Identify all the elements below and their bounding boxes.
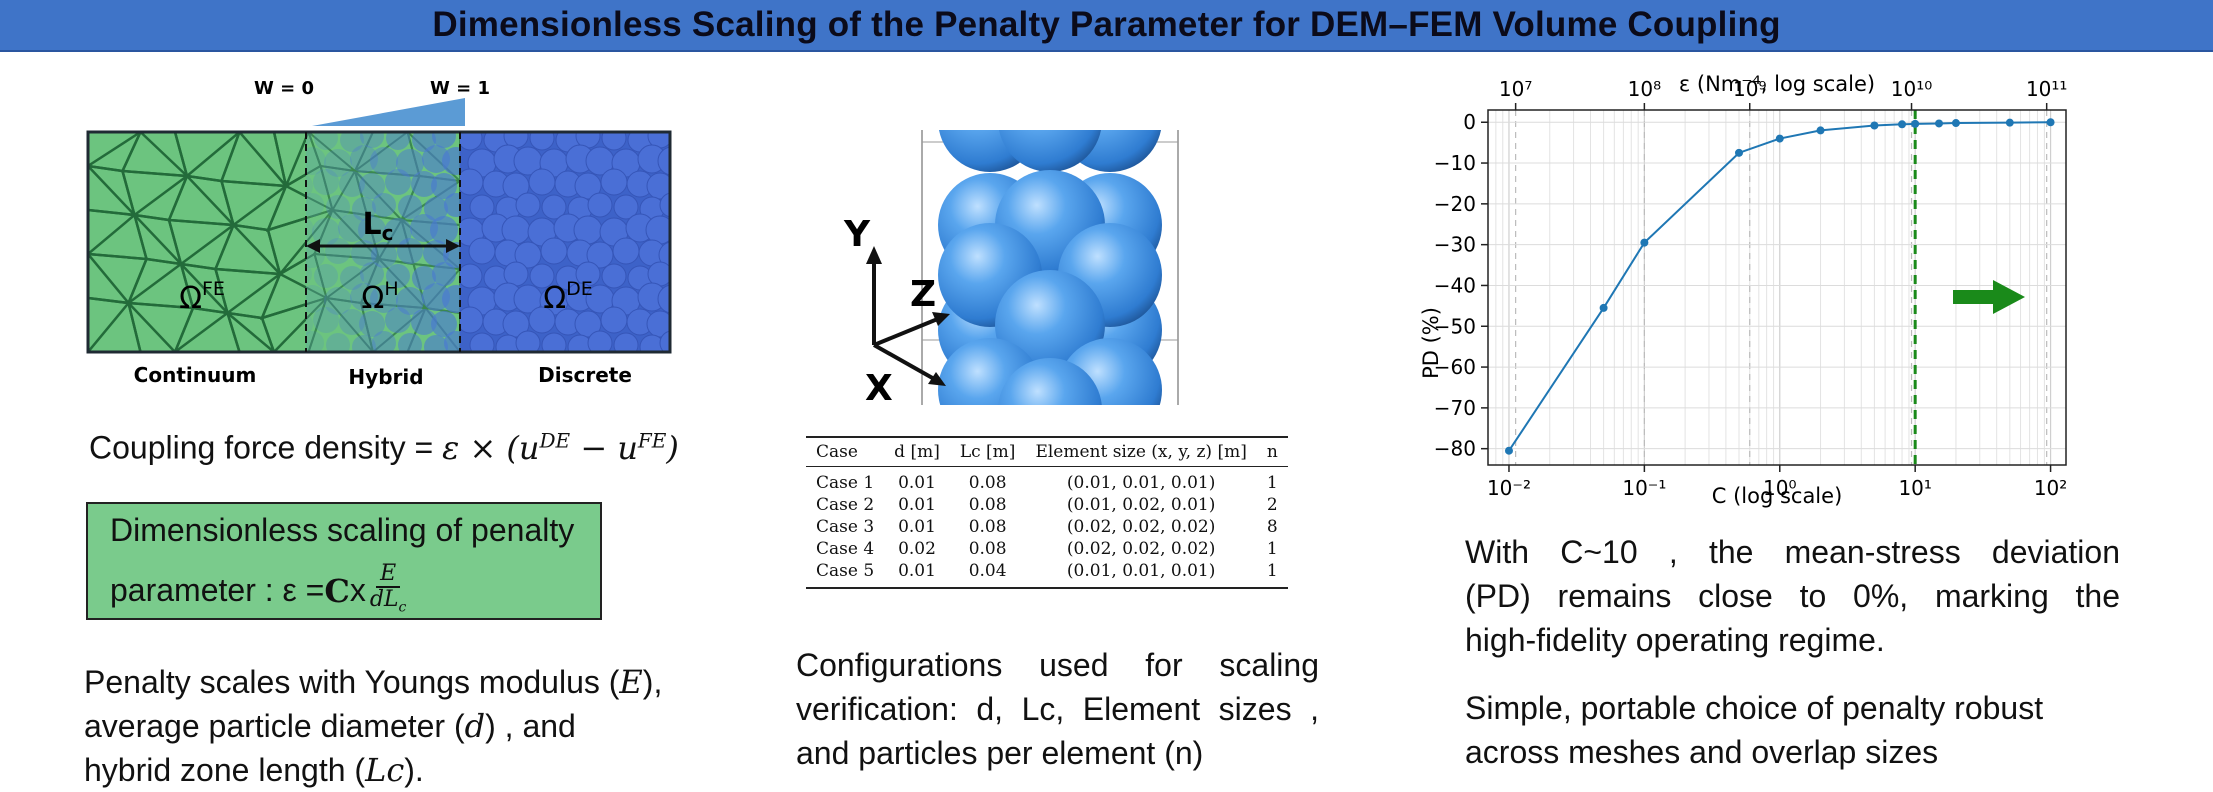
data-point [1898,120,1907,129]
omega-fe-label: ΩFE [179,278,225,316]
header-n: n [1256,438,1288,467]
arrow-icon [1953,280,2025,314]
penalty-description: Penalty scales with Youngs modulus (E), … [84,663,663,789]
header-lc: Lc [m] [949,438,1026,467]
y-tick-label: −10 [1434,151,1476,175]
plot-frame [1487,109,2067,466]
configurations-description: Configurations used for scaling verifica… [796,647,1319,771]
data-point [1951,119,1960,128]
header-d: d [m] [884,438,950,467]
data-point [1504,446,1513,455]
page-title: Dimensionless Scaling of the Penalty Par… [432,5,1781,44]
data-point [1911,119,1920,128]
regime-description: With C~10 , the mean-stress deviation (P… [1465,534,2120,658]
lc-label: Lc [363,207,394,245]
data-point [2005,118,2014,127]
box-line-2: parameter : ε = C x E dLc [110,561,407,616]
x-tick-label: 10¹ [1898,476,1931,500]
fe-mesh [88,132,306,352]
y-tick-label: 0 [1463,110,1476,134]
coupling-domain-diagram: W = 0 W = 1 Lc ΩFE ΩH ΩDE Continuum Hybr… [86,78,672,389]
box-line-1: Dimensionless scaling of penalty [110,512,575,548]
top-axis-label: ε (Nm⁻⁴, log scale) [1679,72,1875,96]
y-tick-label: −70 [1434,396,1476,420]
y-tick-label: −60 [1434,355,1476,379]
x-tick-label: 10⁻¹ [1622,476,1666,500]
pd-vs-c-chart: ε (Nm⁻⁴, log scale) 10⁷ 10⁸ 10⁹ 10¹⁰ 10¹¹ PD… [1419,72,2067,508]
data-point [1775,134,1784,143]
y-tick-label: −80 [1434,437,1476,461]
continuum-label: Continuum [134,363,257,387]
axis-z-label: Z [910,274,936,315]
x-tick-label: 10² [2034,476,2067,500]
data-point [1816,126,1825,135]
header-element-size: Element size (x, y, z) [m] [1025,438,1257,467]
cases-table-wrapper: Case d [m] Lc [m] Element size (x, y, z)… [806,436,1288,589]
discrete-particles [460,132,670,352]
discrete-label: Discrete [538,363,632,387]
data-point [1599,303,1608,312]
robustness-description: Simple, portable choice of penalty robus… [1465,690,2044,770]
top-tick-label: 10⁸ [1628,77,1661,101]
title-banner: Dimensionless Scaling of the Penalty Par… [0,0,2213,52]
cases-table: Case d [m] Lc [m] Element size (x, y, z)… [806,438,1288,587]
x-tick-label: 10⁻² [1487,476,1531,500]
data-point [1935,119,1944,128]
top-tick-label: 10⁷ [1499,77,1532,101]
top-tick-label: 10¹⁰ [1891,77,1932,101]
omega-de-label: ΩDE [543,278,593,316]
x-tick-label: 10⁰ [1763,476,1796,500]
hybrid-label: Hybrid [348,365,423,389]
hybrid-particles [306,132,460,352]
top-tick-label: 10⁹ [1733,77,1766,101]
y-tick-label: −40 [1434,273,1476,297]
w1-label: W = 1 [430,78,490,99]
particle-column-render: Y Z X [843,130,1179,409]
y-tick-label: −50 [1434,314,1476,338]
top-tick-label: 10¹¹ [2026,77,2067,101]
coupling-force-equation: Coupling force density = ε × (uDE − uFE) [89,428,679,467]
data-point [1640,238,1649,247]
data-point [2046,118,2055,127]
x-axis-label: C (log scale) [1712,484,1843,508]
axis-y-label: Y [843,214,871,255]
w0-label: W = 0 [254,78,314,99]
data-point [1735,148,1744,157]
penalty-scaling-box: Dimensionless scaling of penalty paramet… [86,502,602,620]
header-case: Case [806,438,885,467]
data-point [1870,121,1879,130]
axis-x-label: X [865,368,893,409]
y-tick-label: −20 [1434,192,1476,216]
y-tick-label: −30 [1434,233,1476,257]
weight-wedge [312,98,465,126]
y-axis-label: PD (%) [1419,307,1443,379]
omega-h-label: ΩH [361,278,398,316]
